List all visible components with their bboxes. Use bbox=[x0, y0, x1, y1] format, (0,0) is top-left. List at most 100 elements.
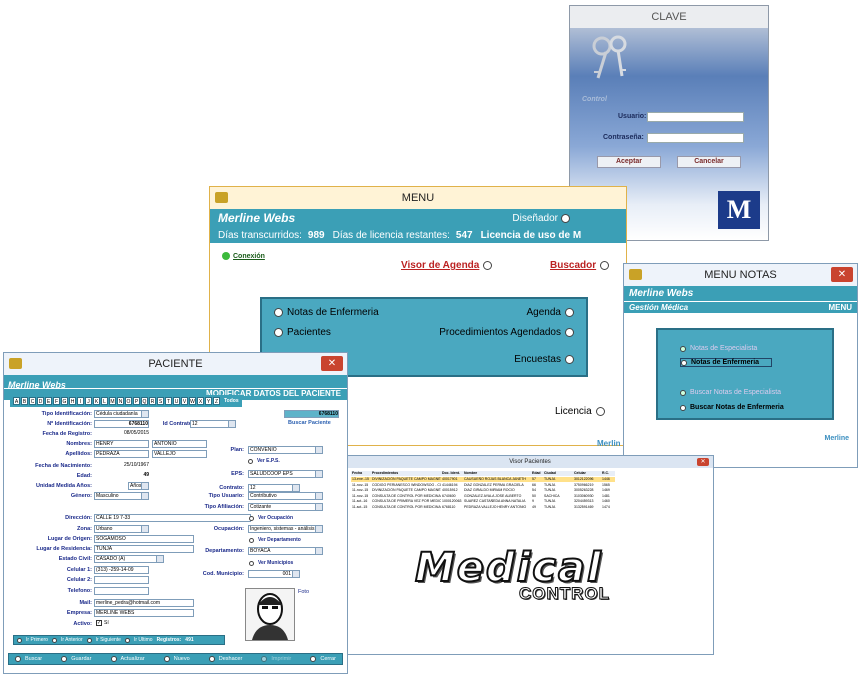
licencia-radio[interactable] bbox=[595, 407, 605, 416]
letter-button[interactable]: F bbox=[53, 397, 60, 405]
letter-button[interactable]: G bbox=[61, 397, 68, 405]
plan-select[interactable]: CONVENIO bbox=[248, 446, 323, 454]
letter-button[interactable]: Q bbox=[141, 397, 148, 405]
action-actualizar[interactable]: Actualizar bbox=[110, 656, 145, 662]
disenador-option[interactable]: Diseñador bbox=[512, 212, 570, 224]
ocupacion-select[interactable]: Ingeniero, sistemas - análisis bbox=[248, 525, 323, 533]
pacientes-radio[interactable] bbox=[274, 328, 283, 337]
buscar-especialista-option[interactable]: Buscar Notas de Especialista bbox=[680, 389, 781, 396]
ir-siguiente-radio[interactable] bbox=[86, 637, 92, 643]
ver-departamento-radio[interactable] bbox=[249, 537, 254, 543]
action-radio[interactable] bbox=[163, 656, 170, 662]
ir-ultimo[interactable]: Ir Ultimo bbox=[124, 637, 153, 643]
disenador-radio[interactable] bbox=[561, 213, 570, 223]
cancelar-button[interactable]: Cancelar bbox=[677, 156, 741, 168]
estado-civil-select[interactable]: CASADO (A) bbox=[94, 555, 164, 563]
action-guardar[interactable]: Guardar bbox=[61, 656, 91, 662]
fecha-nac[interactable]: 25/10/1967 bbox=[94, 462, 149, 470]
tipo-usuario-select[interactable]: Contributivo bbox=[248, 492, 323, 500]
action-cerrar[interactable]: Cerrar bbox=[310, 656, 336, 662]
ver-departamento[interactable]: Ver Departamento bbox=[249, 537, 301, 543]
telefono-input[interactable] bbox=[94, 587, 149, 595]
ver-eps-radio[interactable] bbox=[248, 458, 253, 464]
genero-select[interactable]: Masculino bbox=[94, 492, 149, 500]
notas-especialista-option[interactable]: Notas de Especialista bbox=[680, 345, 757, 352]
mail-input[interactable]: merline_pedra@hotmail.com bbox=[94, 599, 194, 607]
notas-enfermeria-radio[interactable] bbox=[274, 308, 283, 317]
letter-button[interactable]: H bbox=[69, 397, 76, 405]
action-radio[interactable] bbox=[61, 656, 68, 662]
usuario-select[interactable] bbox=[647, 112, 744, 122]
action-nuevo[interactable]: Nuevo bbox=[163, 656, 190, 662]
procedimientos-radio[interactable] bbox=[565, 328, 574, 337]
eps-select[interactable]: SALUDCOOP EPS bbox=[248, 470, 323, 478]
direccion-input[interactable]: CALLE 19 7-33 bbox=[94, 514, 251, 522]
letter-button[interactable]: L bbox=[101, 397, 108, 405]
action-imprimir[interactable]: Imprimir bbox=[261, 656, 291, 662]
ir-anterior[interactable]: Ir Anterior bbox=[51, 637, 83, 643]
nombre2-input[interactable]: ANTONIO bbox=[152, 440, 207, 448]
agenda-radio[interactable] bbox=[565, 308, 574, 317]
buscar-enfermeria-radio[interactable] bbox=[680, 404, 686, 411]
letter-button[interactable]: Z bbox=[213, 397, 220, 405]
unidad-select[interactable]: Años bbox=[128, 482, 149, 490]
contrasena-input[interactable] bbox=[647, 133, 744, 143]
celular1-input[interactable]: (313) -259-14-09 bbox=[94, 566, 149, 574]
activo-checkbox[interactable]: ✓Sí bbox=[96, 620, 109, 626]
agenda-option[interactable]: Agenda bbox=[527, 307, 574, 318]
pacientes-option[interactable]: Pacientes bbox=[274, 327, 331, 338]
ir-anterior-radio[interactable] bbox=[51, 637, 57, 643]
ver-ocupacion[interactable]: Ver Ocupación bbox=[249, 515, 293, 521]
notas-enfermeria-option[interactable]: Notas de Enfermeria bbox=[274, 307, 379, 318]
letter-button[interactable]: A bbox=[13, 397, 20, 405]
id-display[interactable]: 6768110 bbox=[284, 410, 339, 418]
tipo-id-select[interactable]: Cédula ciudadanía bbox=[94, 410, 149, 418]
close-icon[interactable]: ✕ bbox=[831, 267, 853, 282]
letter-button[interactable]: O bbox=[125, 397, 132, 405]
letter-button[interactable]: K bbox=[93, 397, 100, 405]
letter-button[interactable]: N bbox=[117, 397, 124, 405]
nombre1-input[interactable]: HENRY bbox=[94, 440, 149, 448]
action-buscar[interactable]: Buscar bbox=[15, 656, 42, 662]
buscar-paciente-link[interactable]: Buscar Paciente bbox=[288, 420, 331, 426]
buscador-link[interactable]: Buscador bbox=[550, 260, 610, 271]
letter-button[interactable]: R bbox=[149, 397, 156, 405]
notas-enfermeria-item[interactable]: Notas de Enfermeria bbox=[680, 358, 773, 367]
action-radio[interactable] bbox=[261, 656, 268, 662]
contrato-select[interactable]: 12 bbox=[248, 484, 300, 492]
encuestas-radio[interactable] bbox=[565, 355, 574, 364]
ver-eps[interactable]: Ver E.P.S. bbox=[248, 458, 280, 464]
ir-ultimo-radio[interactable] bbox=[124, 637, 130, 643]
licencia-option[interactable]: Licencia bbox=[555, 406, 605, 417]
letter-button[interactable]: M bbox=[109, 397, 116, 405]
lugar-origen-input[interactable]: SOGAMOSO bbox=[94, 535, 194, 543]
letter-button[interactable]: D bbox=[37, 397, 44, 405]
letter-button[interactable]: S bbox=[157, 397, 164, 405]
notas-enfermeria-item-radio[interactable] bbox=[681, 359, 687, 366]
letter-button[interactable]: C bbox=[29, 397, 36, 405]
notas-especialista-radio[interactable] bbox=[680, 345, 686, 352]
letter-button[interactable]: Y bbox=[205, 397, 212, 405]
empresa-input[interactable]: MERLINE WEBS bbox=[94, 609, 194, 617]
apellido2-input[interactable]: VALLEJO bbox=[152, 450, 207, 458]
departamento-select[interactable]: BOYACA bbox=[248, 547, 323, 555]
lugar-res-input[interactable]: TUNJA bbox=[94, 545, 194, 553]
id-contrato-select[interactable]: 12 bbox=[190, 420, 236, 428]
paciente-close-icon[interactable]: ✕ bbox=[321, 356, 343, 371]
action-radio[interactable] bbox=[208, 656, 215, 662]
letter-button[interactable]: V bbox=[181, 397, 188, 405]
ver-municipios[interactable]: Ver Municipios bbox=[249, 560, 293, 566]
action-radio[interactable] bbox=[15, 656, 21, 662]
letter-button[interactable]: I bbox=[77, 397, 84, 405]
visor-agenda-link[interactable]: Visor de Agenda bbox=[401, 260, 493, 271]
letter-button[interactable]: X bbox=[197, 397, 204, 405]
buscar-especialista-radio[interactable] bbox=[680, 389, 686, 396]
visor-close-icon[interactable]: ✕ bbox=[697, 458, 709, 466]
zona-select[interactable]: Urbano bbox=[94, 525, 149, 533]
ver-ocupacion-radio[interactable] bbox=[249, 515, 254, 521]
ver-municipios-radio[interactable] bbox=[249, 560, 254, 566]
